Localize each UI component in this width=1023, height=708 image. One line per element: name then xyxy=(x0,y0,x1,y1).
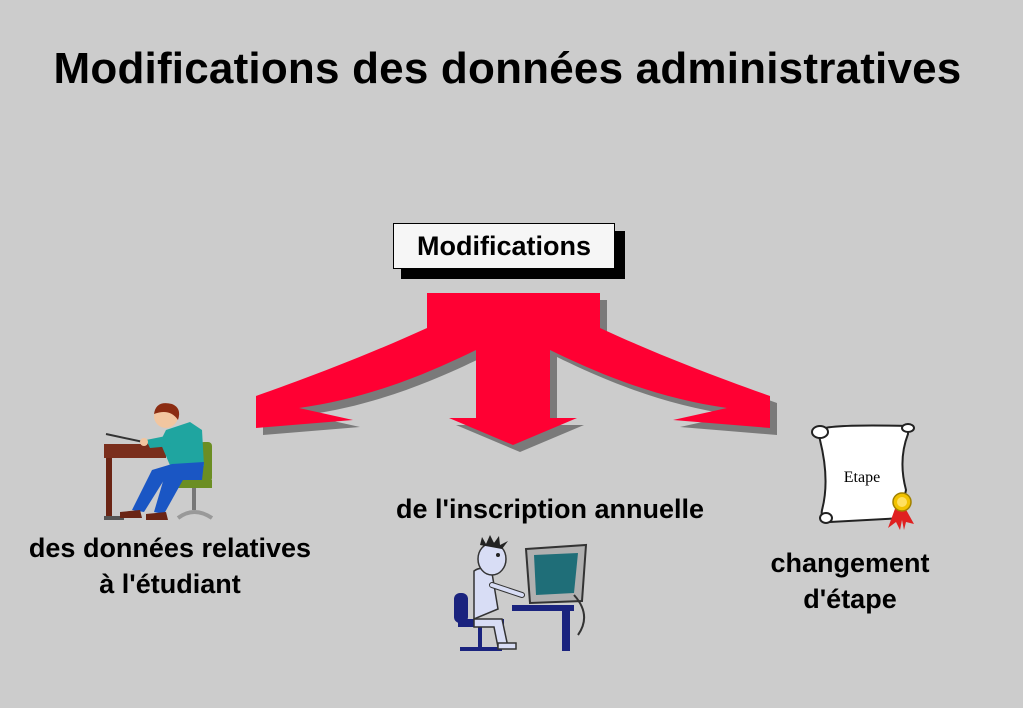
branch-label-etape-line2: d'étape xyxy=(803,584,897,614)
scroll-text: Etape xyxy=(844,469,880,486)
branch-label-etape: changement d'étape xyxy=(750,545,950,617)
modifications-label: Modifications xyxy=(393,223,615,269)
arrow-body xyxy=(256,293,770,445)
branch-label-student-line1: des données relatives xyxy=(28,533,312,563)
person-at-computer-icon xyxy=(454,535,588,651)
branch-label-student: des données relatives à l'étudiant xyxy=(0,530,340,602)
branch-label-student-line2: à l'étudiant xyxy=(99,569,241,599)
branch-label-etape-line1: changement xyxy=(770,548,930,578)
page-title: Modifications des données administrative… xyxy=(53,44,962,93)
student-at-desk-icon xyxy=(104,403,214,520)
diploma-scroll-icon: Etape xyxy=(811,423,915,530)
branch-label-inscription: de l'inscription annuelle xyxy=(396,494,704,524)
modifications-box: Modifications xyxy=(393,223,625,279)
